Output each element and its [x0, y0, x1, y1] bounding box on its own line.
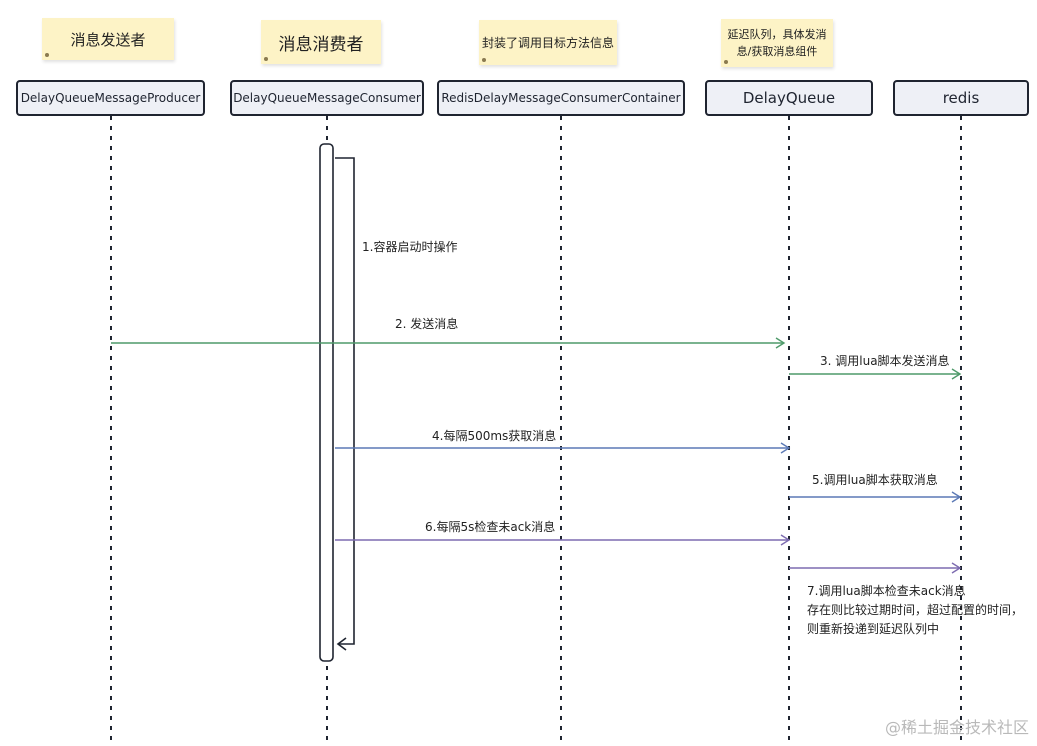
participant-consumer[interactable]: DelayQueueMessageConsumer	[230, 80, 424, 116]
participant-delayqueue[interactable]: DelayQueue	[705, 80, 873, 116]
participant-container-label: RedisDelayMessageConsumerContainer	[441, 91, 681, 105]
note-container-text: 封装了调用目标方法信息	[481, 36, 614, 50]
participant-producer-label: DelayQueueMessageProducer	[20, 91, 201, 105]
note-author-icon	[45, 53, 49, 57]
message-label-m5: 5.调用lua脚本获取消息	[812, 473, 938, 487]
note-consumer: 消息消费者	[261, 20, 381, 64]
message-label-m2: 2. 发送消息	[395, 317, 459, 331]
participant-delayqueue-label: DelayQueue	[742, 89, 836, 107]
message-label-m3: 3. 调用lua脚本发送消息	[820, 354, 950, 368]
message-label-m6: 6.每隔5s检查未ack消息	[425, 520, 556, 534]
note-consumer-text: 消息消费者	[278, 34, 364, 55]
activation-bar-consumer	[319, 143, 334, 662]
message-label-m4: 4.每隔500ms获取消息	[432, 429, 557, 443]
message-label-m1: 1.容器启动时操作	[362, 240, 458, 254]
participant-container[interactable]: RedisDelayMessageConsumerContainer	[437, 80, 685, 116]
arrow-m6	[335, 534, 791, 546]
watermark: @稀土掘金技术社区	[884, 718, 1029, 737]
arrow-m1-self-call	[335, 157, 355, 651]
participant-producer[interactable]: DelayQueueMessageProducer	[16, 80, 205, 116]
participant-consumer-label: DelayQueueMessageConsumer	[233, 91, 421, 105]
participant-redis[interactable]: redis	[893, 80, 1029, 116]
note-queue-text: 延迟队列，具体发消息/获取消息组件	[727, 28, 827, 58]
arrow-m3	[789, 368, 962, 380]
arrow-m5	[789, 491, 962, 503]
message-label-m7: 7.调用lua脚本检查未ack消息 存在则比较过期时间，超过配置的时间， 则重新…	[807, 584, 1024, 636]
arrow-m2	[111, 337, 786, 349]
note-author-icon	[724, 60, 728, 64]
arrow-m7	[789, 562, 962, 574]
note-container: 封装了调用目标方法信息	[479, 20, 617, 65]
arrow-m4	[335, 442, 791, 454]
note-author-icon	[264, 57, 268, 61]
note-producer-text: 消息发送者	[70, 30, 146, 49]
note-author-icon	[482, 58, 486, 62]
note-queue: 延迟队列，具体发消息/获取消息组件	[721, 19, 833, 67]
note-producer: 消息发送者	[42, 18, 174, 60]
participant-redis-label: redis	[942, 89, 980, 107]
